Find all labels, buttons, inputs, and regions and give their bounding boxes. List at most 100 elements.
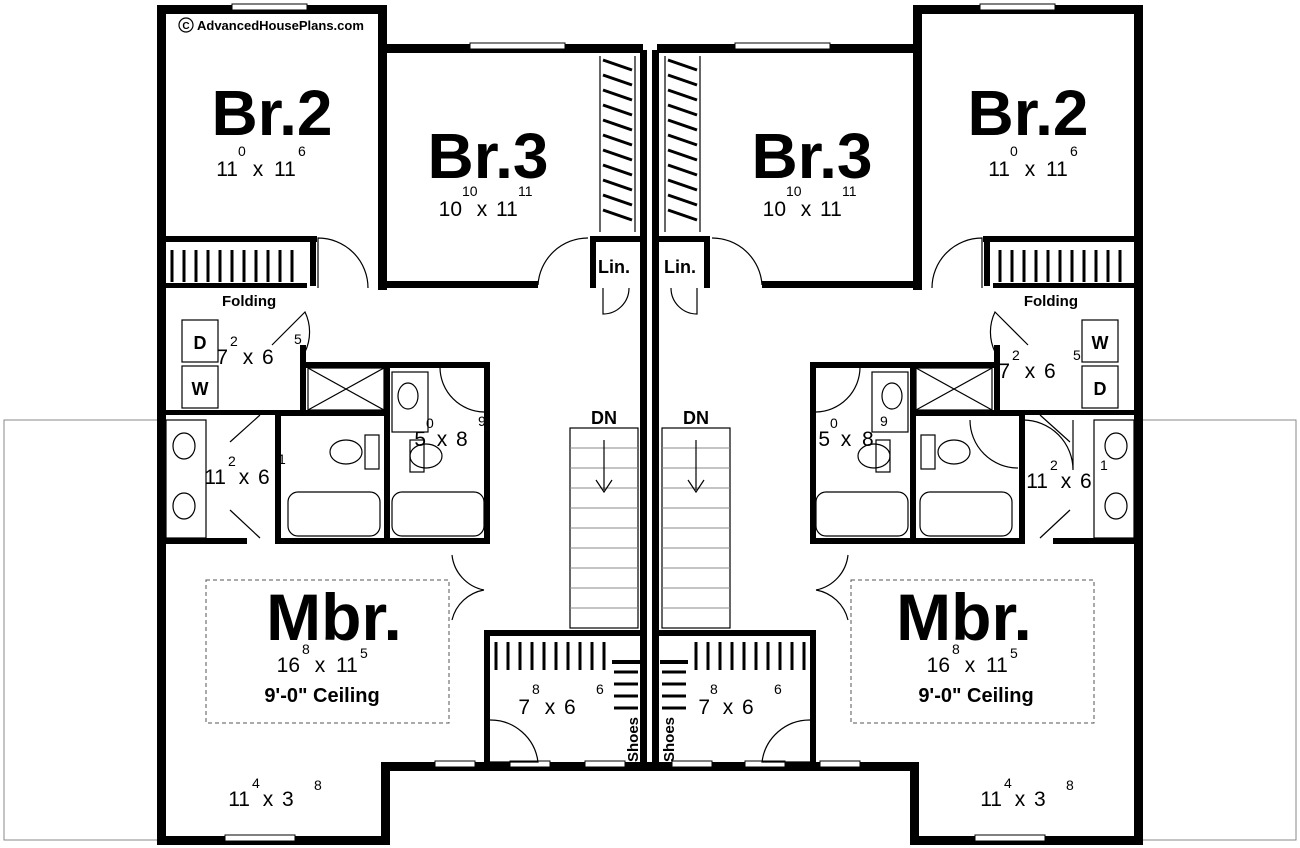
windows (224, 3, 1056, 842)
dim-height-inches: 11 (518, 183, 533, 199)
folding-label-right: Folding (1024, 293, 1078, 310)
dim-times: x (545, 696, 556, 719)
dim-times: x (1025, 360, 1036, 383)
dim-height-inches: 6 (596, 681, 604, 697)
dim-left-wic: 7 8 x 6 6 (518, 681, 604, 719)
dim-right-balcony: 11 4 x 3 8 (980, 775, 1074, 811)
dim-height-inches: 9 (478, 413, 486, 429)
ceiling-outline-right (850, 579, 1095, 724)
dim-height: 6 (262, 346, 274, 369)
dim-height-inches: 1 (1100, 457, 1108, 473)
dryer-label-right: D (1094, 379, 1107, 399)
dim-width: 7 (216, 346, 228, 369)
dim-width: 16 (927, 654, 950, 677)
dim-height: 3 (282, 788, 294, 811)
dim-right-wic: 7 8 x 6 6 (698, 681, 782, 719)
dim-width: 11 (980, 788, 1002, 811)
dim-height: 11 (496, 198, 518, 221)
dim-height: 3 (1034, 788, 1046, 811)
dim-times: x (1061, 470, 1072, 493)
folding-label-left: Folding (222, 293, 276, 310)
site-outline (3, 419, 1297, 841)
dim-times: x (253, 158, 264, 181)
dim-width: 16 (277, 654, 300, 677)
dim-height-inches: 6 (1070, 143, 1078, 159)
dim-width: 7 (518, 696, 530, 719)
fixtures-left (165, 319, 485, 539)
dim-width-inches: 2 (1050, 457, 1058, 473)
dim-height-inches: 5 (360, 645, 368, 661)
dim-height: 8 (862, 428, 874, 451)
stairs-right (661, 427, 731, 629)
interior-walls-right (658, 236, 1143, 762)
dim-height: 6 (258, 466, 270, 489)
party-wall (640, 50, 659, 770)
stairs-left (569, 427, 639, 629)
dim-times: x (243, 346, 254, 369)
dim-times: x (841, 428, 852, 451)
dim-width-inches: 0 (1010, 143, 1018, 159)
dim-height: 11 (336, 654, 358, 677)
washer-label-left: W (192, 379, 209, 399)
dim-width-inches: 10 (786, 183, 802, 199)
dim-left-laundry: 7 2 x 6 5 (216, 331, 302, 369)
room-left-br2: Br.2 11 0 x 11 6 (212, 77, 333, 181)
room-name: Br.2 (212, 77, 333, 149)
dim-times: x (1015, 788, 1026, 811)
dim-height-inches: 5 (294, 331, 302, 347)
dim-width: 11 (216, 158, 238, 181)
dim-times: x (801, 198, 812, 221)
interior-walls-left (157, 236, 642, 762)
dim-height: 6 (564, 696, 576, 719)
dim-width-inches: 8 (532, 681, 540, 697)
dim-height-inches: 8 (314, 777, 322, 793)
dim-width: 5 (818, 428, 830, 451)
dim-height: 6 (1080, 470, 1092, 493)
dim-width-inches: 2 (228, 453, 236, 469)
dim-times: x (965, 654, 976, 677)
dim-times: x (723, 696, 734, 719)
dim-width-inches: 0 (238, 143, 246, 159)
ceiling-height: 9'-0" Ceiling (264, 685, 379, 707)
stairs-down-label-right: DN (683, 408, 709, 428)
dim-height: 11 (820, 198, 842, 221)
dim-width-inches: 4 (1004, 775, 1012, 791)
room-right-mbr: Mbr. 16 8 x 11 5 9'-0" Ceiling (896, 580, 1034, 707)
room-name: Br.3 (428, 120, 549, 192)
dim-left-balcony: 11 4 x 3 8 (228, 775, 322, 811)
dim-width: 11 (1026, 470, 1048, 493)
dim-width: 7 (698, 696, 710, 719)
dim-width-inches: 8 (952, 641, 960, 657)
dim-height-inches: 5 (1073, 347, 1081, 363)
ceiling-height: 9'-0" Ceiling (918, 685, 1033, 707)
dim-height-inches: 11 (842, 183, 857, 199)
ceiling-outline-left (205, 579, 450, 724)
dim-height: 11 (274, 158, 296, 181)
washer-label-right: W (1092, 333, 1109, 353)
dim-left-mbath: 11 2 x 6 1 (204, 451, 286, 489)
room-name: Mbr. (896, 580, 1032, 654)
room-name: Br.2 (968, 77, 1089, 149)
dim-right-bath: 5 0 x 8 9 (818, 413, 888, 451)
shoes-label-left: Shoes (625, 717, 642, 762)
dim-width: 11 (228, 788, 250, 811)
fixtures-right (815, 319, 1135, 539)
watermark-text: AdvancedHousePlans.com (197, 18, 364, 33)
dim-times: x (477, 198, 488, 221)
dim-height-inches: 6 (774, 681, 782, 697)
linen-label-left: Lin. (598, 257, 630, 277)
room-name: Mbr. (266, 580, 402, 654)
dim-height-inches: 6 (298, 143, 306, 159)
dim-height-inches: 8 (1066, 777, 1074, 793)
room-left-mbr: Mbr. 16 8 x 11 5 9'-0" Ceiling (264, 580, 402, 707)
dim-width-inches: 8 (710, 681, 718, 697)
dim-width: 7 (998, 360, 1010, 383)
dim-times: x (315, 654, 326, 677)
dim-height: 6 (1044, 360, 1056, 383)
room-left-br3: Br.3 10 10 x 11 11 (428, 120, 549, 221)
shoes-label-right: Shoes (661, 717, 678, 762)
dim-width: 10 (439, 198, 462, 221)
room-right-br2: Br.2 11 0 x 11 6 (968, 77, 1089, 181)
dim-right-mbath: 11 2 x 6 1 (1026, 457, 1108, 493)
